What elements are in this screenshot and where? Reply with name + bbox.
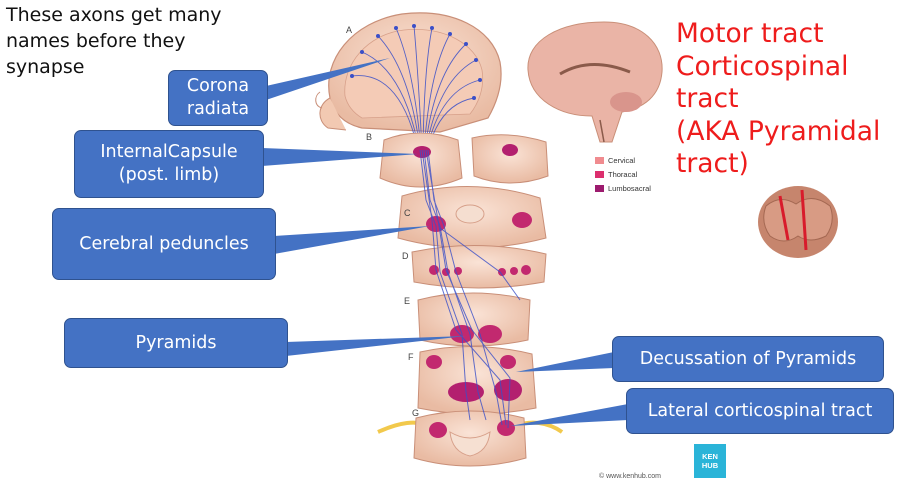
- legend-label: Lumbosacral: [608, 184, 651, 193]
- callout-decussation-of-pyramids: Decussation of Pyramids: [612, 336, 884, 382]
- callout-pyramids: Pyramids: [64, 318, 288, 368]
- kenhub-logo: KEN HUB: [694, 444, 726, 478]
- callout-internal-capsule: InternalCapsule (post. limb): [74, 130, 264, 198]
- copyright-text: © www.kenhub.com: [599, 473, 661, 480]
- section-d-pons: [411, 245, 547, 289]
- section-f-decussation: [417, 345, 537, 415]
- legend-item-cervical: Cervical: [595, 156, 635, 165]
- heading-line-5: tract): [676, 148, 749, 179]
- heading-line-1: Motor tract: [676, 18, 824, 49]
- legend-label: Cervical: [608, 156, 636, 165]
- cortex-neuron-dots: [350, 24, 482, 100]
- callout-pointers: [262, 58, 628, 426]
- heading-line-4: (AKA Pyramidal: [676, 115, 881, 147]
- legend-swatch-icon: [595, 185, 604, 192]
- section-c-midbrain: [397, 186, 547, 249]
- section-label-f: F: [408, 352, 414, 362]
- section-label-g: G: [412, 408, 420, 418]
- section-label-c: C: [404, 208, 411, 218]
- section-g-spinal-cord: [377, 410, 564, 467]
- diagram-heading: Motor tract Corticospinal tract (AKA Pyr…: [676, 18, 891, 181]
- section-label-a: A: [346, 25, 353, 35]
- heading-line-3: tract: [676, 83, 739, 114]
- brain-photo-inset: [758, 186, 838, 258]
- legend-item-thoracal: Thoracal: [595, 170, 637, 179]
- legend-label: Thoracal: [608, 170, 638, 179]
- section-label-e: E: [404, 296, 411, 306]
- section-label-d: D: [402, 251, 409, 261]
- legend-swatch-icon: [595, 157, 604, 164]
- head-section-a: [315, 12, 502, 133]
- descending-tract-fibers: [419, 149, 521, 429]
- callout-cerebral-peduncles: Cerebral peduncles: [52, 208, 276, 280]
- section-label-b: B: [366, 132, 373, 142]
- legend-item-lumbosacral: Lumbosacral: [595, 184, 651, 193]
- callout-corona-radiata: Corona radiata: [168, 70, 268, 126]
- heading-line-2: Corticospinal: [676, 50, 849, 82]
- section-b-slices: [379, 132, 549, 188]
- intro-text: These axons get many names before they s…: [6, 4, 222, 78]
- sagittal-brain-inset: [527, 21, 663, 143]
- legend-swatch-icon: [595, 171, 604, 178]
- callout-lateral-corticospinal-tract: Lateral corticospinal tract: [626, 388, 894, 434]
